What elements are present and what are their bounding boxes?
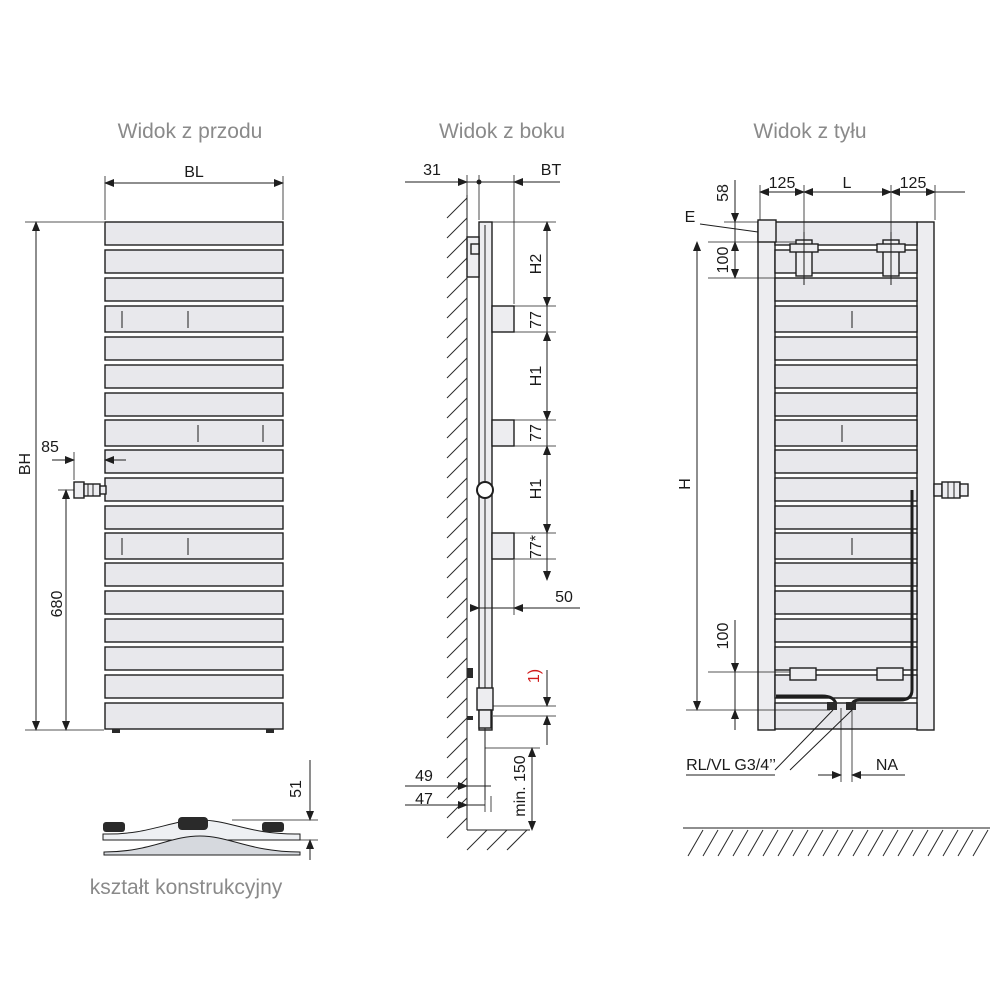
section-caption: kształt konstrukcyjny (90, 876, 283, 899)
side-view: 31 BT H2 77 H1 77 H1 77* 50 (405, 162, 580, 851)
section-view: 51 (102, 760, 318, 860)
dim-51: 51 (288, 780, 305, 798)
back-top-bracket-right-icon (876, 232, 906, 285)
dim-100-lower: 100 (715, 623, 732, 650)
side-wall-holder (466, 236, 480, 278)
dim-min-150: min. 150 (512, 755, 529, 816)
front-foot-left (112, 729, 120, 733)
dim-h: H (677, 478, 694, 490)
side-bracket-3 (491, 532, 515, 560)
back-bottom-bracket-left-icon (789, 667, 817, 681)
dim-h2: H2 (528, 254, 545, 275)
connection-label: RL/VL G3/4’’ (686, 757, 776, 774)
dim-100-upper: 100 (715, 247, 732, 274)
back-view-title: Widok z tyłu (753, 120, 866, 143)
dim-58: 58 (715, 184, 732, 202)
dim-bt: BT (541, 162, 562, 179)
dim-49: 49 (415, 768, 433, 785)
dim-h1-lower: H1 (528, 479, 545, 500)
back-radiator-bars (774, 221, 918, 730)
dim-47: 47 (415, 791, 433, 808)
dim-77-b: 77 (528, 424, 545, 442)
dim-bl: BL (184, 164, 204, 181)
side-lower-fitting (476, 687, 494, 711)
dim-na: NA (876, 757, 899, 774)
back-valve-icon (933, 481, 969, 499)
back-top-bracket-left-icon (789, 232, 819, 285)
dim-85: 85 (41, 439, 59, 456)
note-1: 1) (526, 669, 543, 683)
front-view: BL BH 680 85 (17, 164, 284, 733)
back-rail-right (916, 221, 935, 731)
dim-bh: BH (17, 453, 34, 475)
dim-h1-upper: H1 (528, 366, 545, 387)
dim-77-c: 77* (528, 535, 545, 559)
dim-77-a: 77 (528, 311, 545, 329)
dim-31: 31 (423, 162, 441, 179)
side-view-title: Widok z boku (439, 120, 565, 143)
side-bracket-2 (491, 419, 515, 447)
dim-680: 680 (49, 591, 66, 618)
front-bracket-marks (121, 311, 264, 555)
dim-50: 50 (555, 589, 573, 606)
front-valve-icon (73, 481, 107, 499)
back-bracket-marks (841, 311, 853, 555)
front-view-title: Widok z przodu (118, 120, 263, 143)
wall-hatch (446, 197, 528, 851)
back-view: E 125 L 125 58 100 H 100 (677, 175, 990, 857)
front-radiator-bars (104, 221, 284, 730)
back-bottom-bracket-right-icon (876, 667, 904, 681)
dim-125-left: 125 (769, 175, 796, 192)
back-rail-left (757, 221, 776, 731)
dim-e: E (685, 209, 696, 226)
side-valve-icon (476, 481, 494, 499)
front-foot-right (266, 729, 274, 733)
floor-hatch (687, 829, 989, 857)
dim-l: L (843, 175, 852, 192)
section-clip-icons (103, 817, 284, 832)
side-bracket-1 (491, 305, 515, 333)
dim-125-right: 125 (900, 175, 927, 192)
